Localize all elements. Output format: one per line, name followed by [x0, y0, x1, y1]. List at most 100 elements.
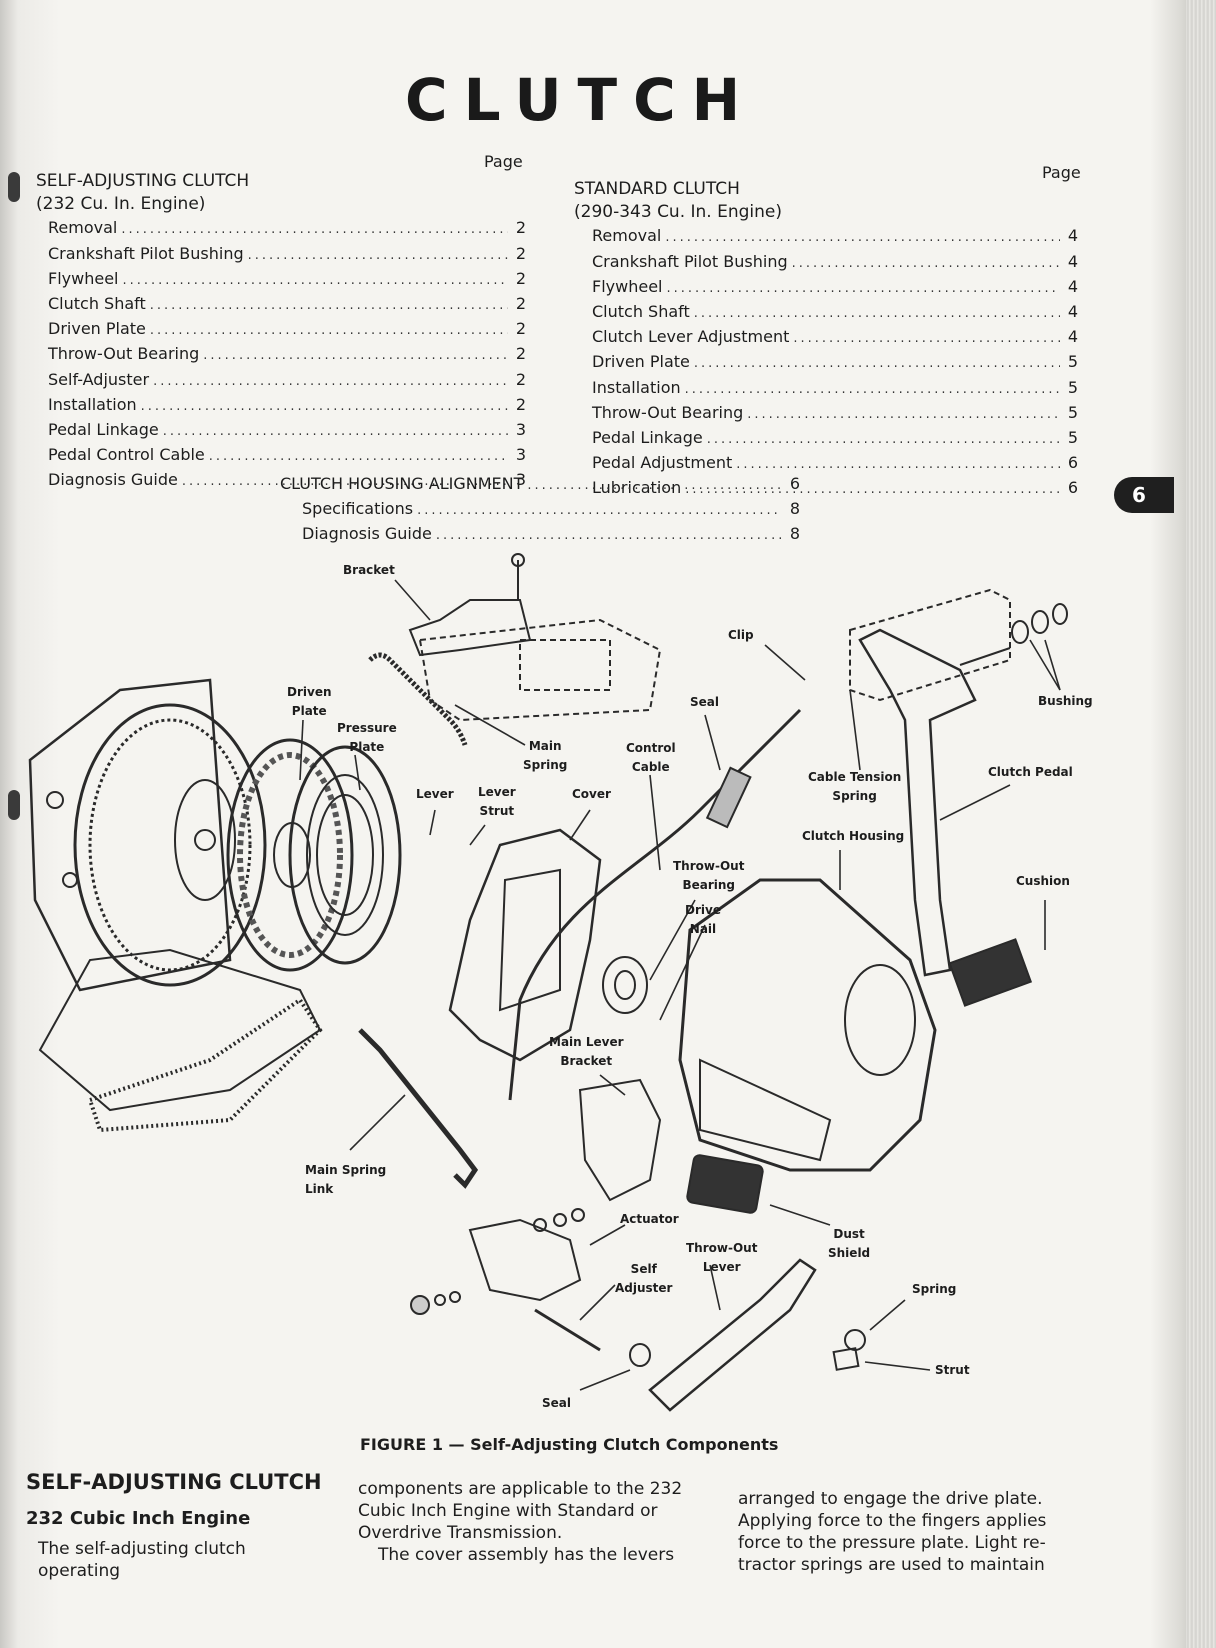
body-text: The cover assembly has the levers	[378, 1545, 675, 1565]
toc-entry-label: Specifications	[302, 499, 414, 519]
toc-entry[interactable]: Crankshaft Pilot Bushing 2	[48, 242, 526, 267]
callout-clip: Clip	[728, 628, 754, 642]
toc-entry[interactable]: Clutch Shaft2	[48, 292, 526, 317]
toc-entry-page: 4	[1067, 251, 1078, 271]
toc-leader-dots	[203, 344, 508, 367]
callout-actuator: Actuator	[620, 1212, 679, 1226]
toc-entry[interactable]: Pedal Control Cable3	[48, 443, 526, 468]
toc-entry-page: 5	[1067, 402, 1078, 422]
toc-entry-page: 3	[515, 445, 526, 465]
toc-leader-dots	[150, 294, 508, 317]
toc-entry[interactable]: Clutch Shaft4	[592, 300, 1078, 325]
binder-hole	[8, 172, 20, 202]
callout-main-lever-bracket: Main Lever Bracket	[549, 1035, 624, 1068]
toc-entry[interactable]: Removal 4	[592, 224, 1078, 249]
toc-entry-page: 4	[1067, 276, 1078, 296]
callout-pressure-plate: Pressure Plate	[337, 721, 397, 754]
toc-entry[interactable]: Installation5	[592, 376, 1078, 401]
toc-entry[interactable]: Throw-Out Bearing 5	[592, 401, 1078, 426]
toc-entry[interactable]: Installation2	[48, 393, 526, 418]
toc-entry-page: 2	[515, 218, 526, 238]
toc-left-heading: SELF-ADJUSTING CLUTCH	[36, 171, 250, 191]
callout-main-spring-link: Main Spring Link	[305, 1163, 387, 1196]
binding-edge	[1186, 0, 1216, 1648]
toc-entry[interactable]: Pedal Linkage3	[48, 418, 526, 443]
toc-leader-dots	[163, 420, 508, 443]
callout-bracket: Bracket	[343, 563, 395, 577]
toc-entry[interactable]: Pedal Adjustment6	[592, 451, 1078, 476]
toc-entry[interactable]: CLUTCH HOUSING ALIGNMENT6	[280, 472, 800, 497]
toc-entry-label: Driven Plate	[592, 352, 690, 372]
toc-entry[interactable]: Throw-Out Bearing2	[48, 342, 526, 367]
section-tab[interactable]: 6	[1114, 477, 1174, 513]
toc-leader-dots	[666, 277, 1060, 300]
toc-leader-dots	[665, 226, 1060, 249]
toc-entry-label: Diagnosis Guide	[48, 470, 178, 490]
toc-left: SELF-ADJUSTING CLUTCH (232 Cu. In. Engin…	[36, 170, 526, 494]
toc-entry[interactable]: Flywheel 4	[592, 275, 1078, 300]
toc-right-subheading: (290-343 Cu. In. Engine)	[574, 202, 783, 223]
callout-spring: Spring	[912, 1282, 957, 1296]
toc-entry-label: Crankshaft Pilot Bushing	[48, 243, 244, 263]
callout-bushing: Bushing	[1038, 694, 1093, 708]
toc-entry-label: Crankshaft Pilot Bushing	[592, 251, 788, 271]
toc-entry[interactable]: Pedal Linkage5	[592, 426, 1078, 451]
toc-entry[interactable]: Removal2	[48, 216, 526, 241]
toc-entry-page: 8	[789, 499, 800, 519]
toc-entry-page: 6	[789, 474, 800, 493]
toc-entry-label: Pedal Linkage	[48, 420, 159, 440]
toc-entry[interactable]: Clutch Lever Adjustment4	[592, 325, 1078, 350]
toc-leader-dots	[685, 378, 1060, 401]
pedal-bracket-drawing	[849, 588, 1011, 702]
callout-drive-nail: Drive Nail	[685, 903, 721, 936]
section-title: SELF-ADJUSTING CLUTCH	[26, 1470, 322, 1494]
throw-out-lever-drawing	[629, 1258, 817, 1412]
toc-entry-label: Self-Adjuster	[48, 369, 150, 389]
toc-entry[interactable]: Self-Adjuster2	[48, 368, 526, 393]
toc-entry[interactable]: Diagnosis Guide8	[302, 522, 800, 547]
callout-clutch-pedal: Clutch Pedal	[988, 765, 1073, 779]
control-cable-drawing	[508, 708, 802, 1101]
toc-entry[interactable]: Flywheel2	[48, 267, 526, 292]
callout-self-adjuster: Self Adjuster	[615, 1262, 673, 1295]
body-column-1: The self-adjusting clutch operating	[38, 1538, 318, 1582]
toc-entry-label: Installation	[592, 377, 681, 397]
toc-entry-label: Pedal Linkage	[592, 428, 703, 448]
toc-entry-label: Flywheel	[592, 276, 663, 296]
body-column-3: arranged to engage the drive plate. Appl…	[738, 1488, 1062, 1576]
toc-right-heading: STANDARD CLUTCH	[574, 179, 740, 199]
toc-leader-dots	[707, 428, 1060, 451]
flywheel-housing-drawing	[28, 678, 232, 992]
toc-entry[interactable]: Diagnosis Guide 3	[48, 468, 526, 493]
toc-entry-page: 3	[515, 470, 526, 490]
toc-entry-page: 4	[1067, 302, 1078, 322]
callout-driven-plate: Driven Plate	[287, 685, 332, 718]
toc-entry-label: Removal	[592, 226, 662, 246]
callout-lever: Lever	[416, 787, 454, 801]
toc-leader-dots	[417, 499, 782, 522]
toc-entry[interactable]: Driven Plate2	[48, 317, 526, 342]
toc-entry-page: 2	[515, 243, 526, 263]
toc-entry-label: Installation	[48, 394, 137, 414]
clutch-pedal-drawing	[858, 628, 1033, 1007]
dust-shield-drawing	[686, 1154, 764, 1214]
toc-entry[interactable]: Specifications 8	[302, 497, 800, 522]
callout-seal-top: Seal	[690, 695, 719, 709]
toc-entry-label: Pedal Adjustment	[592, 453, 733, 473]
cover-bracket-drawing	[448, 828, 602, 1062]
clutch-housing-drawing	[678, 878, 937, 1172]
clutch-exploded-diagram	[28, 553, 1068, 1412]
toc-entry-page: 6	[1067, 478, 1078, 498]
spring-strut-drawing	[832, 1329, 866, 1371]
toc-entry[interactable]: Driven Plate5	[592, 350, 1078, 375]
toc-entry[interactable]: Crankshaft Pilot Bushing 4	[592, 250, 1078, 275]
toc-right-list: Removal4Crankshaft Pilot Bushing4Flywhee…	[592, 224, 1078, 501]
toc-leader-dots	[150, 319, 508, 342]
binder-hole	[8, 790, 20, 820]
toc-page-label-left: Page	[484, 152, 523, 171]
toc-leader-dots	[694, 302, 1060, 325]
toc-entry-label: Throw-Out Bearing	[592, 402, 744, 422]
toc-entry-page: 4	[1067, 226, 1078, 246]
toc-leader-dots	[694, 352, 1060, 375]
